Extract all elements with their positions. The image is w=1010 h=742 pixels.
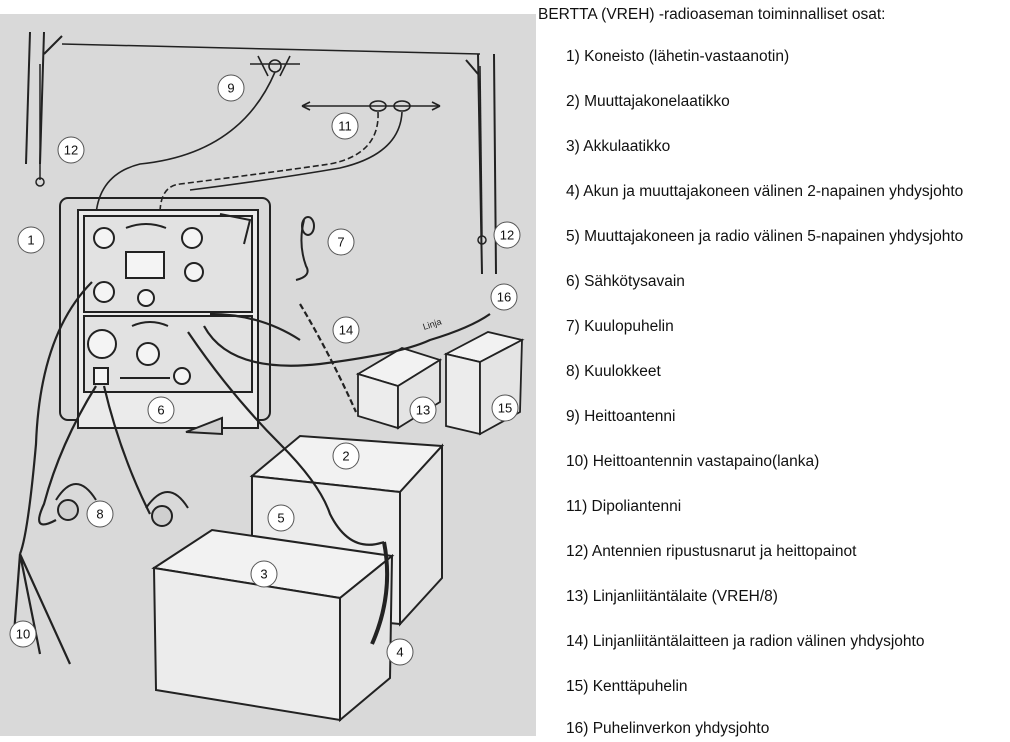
- throw-antenna: [95, 55, 300, 215]
- callout-3: 3: [250, 560, 278, 588]
- callout-12-left: 12: [57, 136, 85, 164]
- svg-text:10: 10: [16, 627, 30, 642]
- callout-1: 1: [17, 226, 45, 254]
- headphones: [55, 483, 189, 527]
- callout-6: 6: [147, 396, 175, 424]
- svg-text:2: 2: [342, 449, 349, 464]
- callout-16: 16: [490, 283, 518, 311]
- svg-text:16: 16: [497, 290, 511, 305]
- svg-text:15: 15: [498, 401, 512, 416]
- callout-4: 4: [386, 638, 414, 666]
- svg-text:1: 1: [27, 233, 34, 248]
- legend-item-16: 16) Puhelinverkon yhdysjohto: [566, 720, 770, 737]
- legend-item-6: 6) Sähkötysavain: [566, 273, 685, 290]
- legend-item-7: 7) Kuulopuhelin: [566, 318, 674, 335]
- legend-item-9: 9) Heittoantenni: [566, 408, 676, 425]
- svg-text:7: 7: [337, 235, 344, 250]
- battery-box: [151, 528, 395, 723]
- callout-14: 14: [332, 316, 360, 344]
- callout-2: 2: [332, 442, 360, 470]
- callout-7: 7: [327, 228, 355, 256]
- handset: [295, 216, 315, 281]
- equipment-illustration: Linja 1 2 3 4 5 6 7: [0, 14, 536, 736]
- svg-text:13: 13: [416, 403, 430, 418]
- callout-9: 9: [217, 74, 245, 102]
- tree-left: [25, 31, 63, 165]
- legend-item-4: 4) Akun ja muuttajakoneen välinen 2-napa…: [566, 183, 964, 200]
- cable-label-linja: Linja: [422, 317, 443, 332]
- callout-12-right: 12: [493, 221, 521, 249]
- legend-title: BERTTA (VREH) -radioaseman toiminnallise…: [538, 6, 886, 23]
- callout-11: 11: [331, 112, 359, 140]
- cables: [12, 281, 491, 665]
- legend-item-5: 5) Muuttajakoneen ja radio välinen 5-nap…: [566, 228, 964, 245]
- legend-item-10: 10) Heittoantennin vastapaino(lanka): [566, 453, 820, 470]
- svg-text:14: 14: [339, 323, 353, 338]
- svg-text:12: 12: [500, 228, 514, 243]
- line-connection-device: [355, 347, 443, 430]
- callout-13: 13: [409, 396, 437, 424]
- svg-text:12: 12: [64, 143, 78, 158]
- svg-text:5: 5: [277, 511, 284, 526]
- radio-unit: [59, 197, 271, 436]
- svg-text:9: 9: [227, 81, 234, 96]
- svg-text:8: 8: [96, 507, 103, 522]
- callout-10: 10: [9, 620, 37, 648]
- svg-text:4: 4: [396, 645, 403, 660]
- callout-5: 5: [267, 504, 295, 532]
- legend-item-1: 1) Koneisto (lähetin-vastaanotin): [566, 48, 790, 65]
- equipment-drawing: Linja 1 2 3 4 5 6 7: [9, 31, 525, 723]
- svg-text:6: 6: [157, 403, 164, 418]
- callout-8: 8: [86, 500, 114, 528]
- legend-item-13: 13) Linjanliitäntälaite (VREH/8): [566, 588, 778, 605]
- callout-15: 15: [491, 394, 519, 422]
- legend-item-15: 15) Kenttäpuhelin: [566, 678, 688, 695]
- dipole-antenna: [159, 100, 441, 215]
- suspension-cords: [35, 43, 487, 245]
- legend-item-11: 11) Dipoliantenni: [566, 498, 682, 515]
- legend-item-3: 3) Akkulaatikko: [566, 138, 671, 155]
- legend-item-2: 2) Muuttajakonelaatikko: [566, 93, 730, 110]
- svg-text:3: 3: [260, 567, 267, 582]
- svg-text:11: 11: [338, 119, 352, 134]
- legend-item-8: 8) Kuulokkeet: [566, 363, 661, 380]
- legend-item-12: 12) Antennien ripustusnarut ja heittopai…: [566, 543, 857, 560]
- legend-item-14: 14) Linjanliitäntälaitteen ja radion väl…: [566, 633, 925, 650]
